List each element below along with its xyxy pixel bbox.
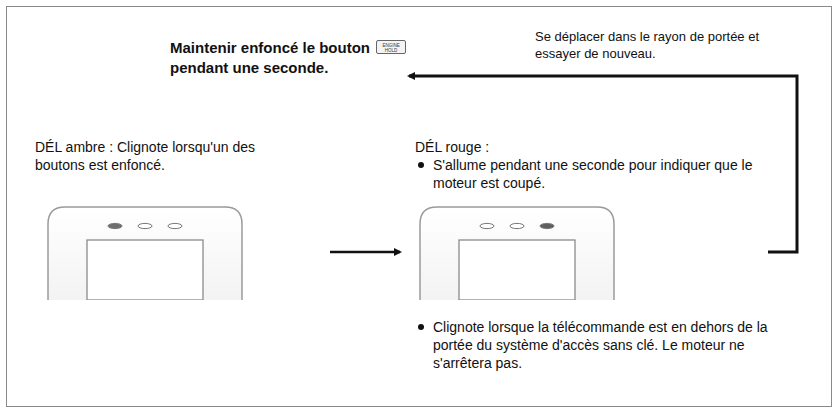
bullet-note: S'allume pendant une seconde pour indiqu… bbox=[415, 156, 768, 192]
instruction-text: Maintenir enfoncé le bouton bbox=[170, 39, 370, 56]
instruction-box: Maintenir enfoncé le bouton ENGINE HOLD pe… bbox=[170, 38, 406, 78]
led-description: DÉL ambre : Clignote lorsqu'un des bouto… bbox=[35, 138, 305, 174]
engine-hold-button: ENGINE HOLD bbox=[376, 40, 406, 54]
bullet-note: Clignote lorsque la télécommande est en … bbox=[415, 318, 768, 372]
remote-illustration bbox=[45, 204, 245, 300]
amber-led-group: DÉL ambre : Clignote lorsqu'un des bouto… bbox=[35, 138, 325, 300]
remote-illustration bbox=[417, 204, 617, 300]
red-led-group: DÉL rouge :S'allume pendant une seconde … bbox=[405, 138, 768, 372]
edge-label: Se déplacer dans le rayon de portée et e… bbox=[535, 28, 785, 62]
led-heading: DÉL rouge : bbox=[415, 138, 768, 156]
flow-arrow bbox=[330, 251, 400, 254]
button-label: ENGINE HOLD bbox=[382, 43, 399, 53]
instruction-text: pendant une seconde. bbox=[170, 59, 328, 76]
